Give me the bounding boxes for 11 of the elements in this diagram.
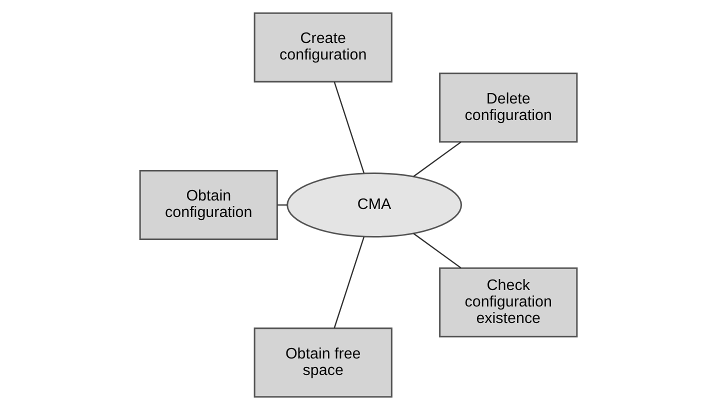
connector [333, 236, 364, 328]
connector [333, 82, 364, 174]
node-box: Delete configuration [438, 72, 578, 143]
node-box: Obtain configuration [138, 170, 278, 240]
node-box: Check configuration existence [438, 267, 578, 338]
connector [412, 142, 461, 178]
connector [276, 204, 287, 206]
node-ellipse: CMA [286, 172, 462, 238]
node-box: Obtain free space [253, 328, 392, 398]
node-box: Create configuration [253, 12, 392, 82]
connector [412, 232, 461, 268]
